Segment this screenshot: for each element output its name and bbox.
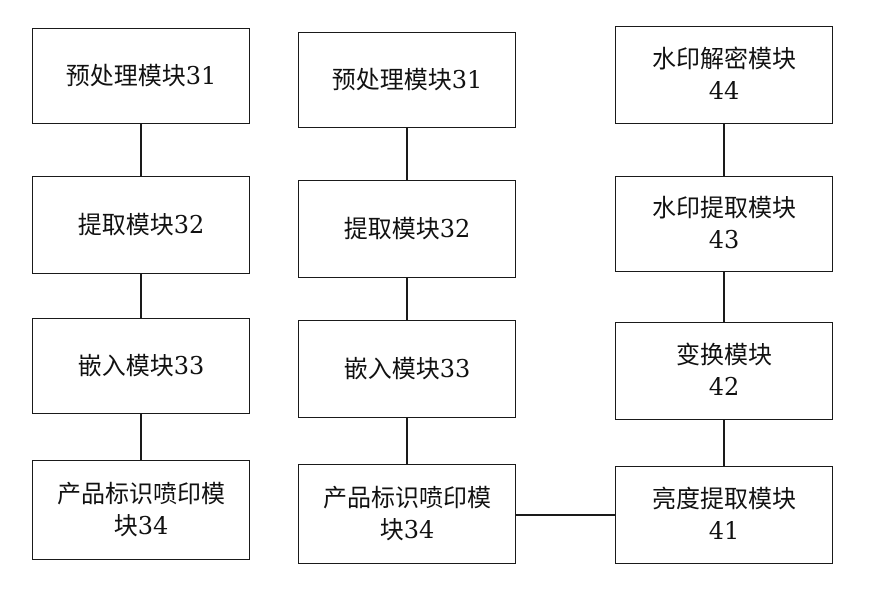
connector-line — [140, 274, 142, 318]
box-label: 嵌入模块33 — [77, 352, 205, 380]
box-label-line-2: 44 — [708, 77, 740, 105]
box-label: 提取模块32 — [77, 211, 205, 239]
product-id-printing-module-box: 产品标识喷印模 块34 — [32, 460, 250, 560]
watermark-decryption-module-box: 水印解密模块 44 — [615, 26, 833, 124]
box-label-line-2: 41 — [708, 517, 740, 545]
box-label-line-1: 变换模块 — [676, 341, 772, 369]
box-label: 提取模块32 — [343, 215, 471, 243]
box-label-line-1: 亮度提取模块 — [652, 485, 796, 513]
embedding-module-box: 嵌入模块33 — [32, 318, 250, 414]
connector-line — [406, 418, 408, 464]
box-label-line-1: 水印提取模块 — [652, 194, 796, 222]
box-label: 预处理模块31 — [65, 62, 217, 90]
preprocessing-module-box: 预处理模块31 — [32, 28, 250, 124]
connector-line — [140, 414, 142, 460]
box-label-line-2: 块34 — [379, 516, 435, 544]
box-label-line-1: 水印解密模块 — [652, 45, 796, 73]
extraction-module-box: 提取模块32 — [298, 180, 516, 278]
connector-line — [406, 128, 408, 180]
preprocessing-module-box: 预处理模块31 — [298, 32, 516, 128]
extraction-module-box: 提取模块32 — [32, 176, 250, 274]
connector-line — [723, 420, 725, 466]
connector-line — [140, 124, 142, 176]
luminance-extraction-module-box: 亮度提取模块 41 — [615, 466, 833, 564]
box-label-line-2: 块34 — [113, 512, 169, 540]
box-label-line-1: 产品标识喷印模 — [57, 480, 225, 508]
connector-line-horizontal — [516, 514, 615, 516]
embedding-module-box: 嵌入模块33 — [298, 320, 516, 418]
box-label: 预处理模块31 — [331, 66, 483, 94]
box-label: 嵌入模块33 — [343, 355, 471, 383]
connector-line — [406, 278, 408, 320]
connector-line — [723, 124, 725, 176]
product-id-printing-module-box: 产品标识喷印模 块34 — [298, 464, 516, 564]
connector-line — [723, 272, 725, 322]
box-label-line-2: 43 — [708, 226, 740, 254]
watermark-extraction-module-box: 水印提取模块 43 — [615, 176, 833, 272]
box-label-line-1: 产品标识喷印模 — [323, 484, 491, 512]
box-label-line-2: 42 — [708, 373, 740, 401]
transform-module-box: 变换模块 42 — [615, 322, 833, 420]
